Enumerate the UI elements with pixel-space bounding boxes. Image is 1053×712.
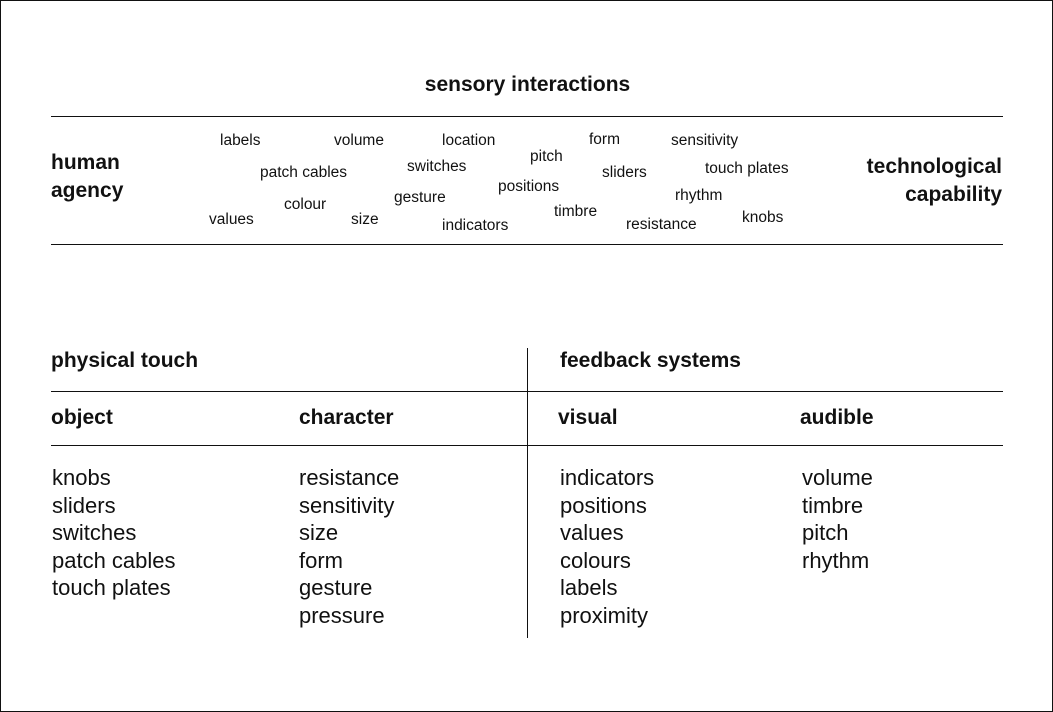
list-item: pitch bbox=[802, 520, 849, 546]
visual-list: indicators positions values colours labe… bbox=[560, 464, 654, 630]
diagram-title: sensory interactions bbox=[424, 73, 631, 96]
word-form: form bbox=[589, 131, 620, 148]
word-labels: labels bbox=[220, 132, 261, 149]
list-item: labels bbox=[560, 575, 618, 601]
axis-right-line-2: capability bbox=[905, 183, 1002, 206]
word-sensitivity: sensitivity bbox=[671, 132, 739, 149]
audible-list: volume timbre pitch rhythm bbox=[802, 464, 873, 574]
spectrum-top-rule bbox=[51, 116, 1003, 117]
word-indicators: indicators bbox=[442, 217, 509, 234]
list-item: indicators bbox=[560, 465, 655, 490]
list-item: resistance bbox=[299, 465, 400, 490]
word-size: size bbox=[351, 211, 379, 228]
character-list: resistance sensitivity size form gesture… bbox=[299, 464, 399, 630]
object-list: knobs sliders switches patch cables touc… bbox=[52, 464, 176, 602]
word-sliders: sliders bbox=[602, 164, 647, 181]
list-item: gesture bbox=[299, 575, 373, 601]
list-item: touch plates bbox=[52, 575, 171, 601]
list-item: values bbox=[560, 520, 624, 546]
list-item: form bbox=[299, 547, 343, 573]
table-divider bbox=[527, 348, 528, 638]
word-switches: switches bbox=[407, 158, 467, 175]
axis-left-line-1: human bbox=[51, 151, 120, 174]
list-item: switches bbox=[52, 520, 137, 546]
word-resistance: resistance bbox=[626, 216, 697, 233]
list-item: volume bbox=[802, 465, 873, 490]
list-item: positions bbox=[560, 492, 647, 518]
word-knobs: knobs bbox=[742, 209, 784, 226]
word-patch-cables: patch cables bbox=[260, 164, 348, 181]
list-item: proximity bbox=[560, 602, 649, 628]
axis-left-line-2: agency bbox=[51, 179, 124, 202]
word-location: location bbox=[442, 132, 496, 149]
list-item: sensitivity bbox=[299, 492, 395, 518]
word-timbre: timbre bbox=[554, 203, 598, 220]
list-item: patch cables bbox=[52, 547, 176, 573]
list-item: knobs bbox=[52, 465, 111, 490]
axis-right-line-1: technological bbox=[866, 155, 1002, 178]
visual-column-heading: visual bbox=[558, 406, 618, 429]
axis-left-label: human agency bbox=[51, 149, 123, 205]
list-item: timbre bbox=[802, 492, 864, 518]
word-values: values bbox=[209, 211, 254, 228]
word-gesture: gesture bbox=[394, 189, 446, 206]
audible-column-heading: audible bbox=[800, 406, 874, 429]
list-item: colours bbox=[560, 547, 631, 573]
feedback-systems-heading: feedback systems bbox=[560, 349, 741, 372]
word-colour: colour bbox=[284, 196, 327, 213]
word-pitch: pitch bbox=[530, 148, 563, 165]
list-item: size bbox=[299, 520, 339, 546]
list-item: rhythm bbox=[802, 547, 870, 573]
word-touch-plates: touch plates bbox=[705, 160, 789, 177]
word-volume: volume bbox=[334, 132, 384, 149]
axis-right-label: technological capability bbox=[867, 153, 1002, 209]
spectrum-bottom-rule bbox=[51, 244, 1003, 245]
list-item: sliders bbox=[52, 492, 116, 518]
word-rhythm: rhythm bbox=[675, 187, 723, 204]
object-column-heading: object bbox=[51, 406, 113, 429]
word-positions: positions bbox=[498, 178, 560, 195]
character-column-heading: character bbox=[299, 406, 394, 429]
list-item: pressure bbox=[299, 602, 385, 628]
physical-touch-heading: physical touch bbox=[51, 349, 199, 372]
